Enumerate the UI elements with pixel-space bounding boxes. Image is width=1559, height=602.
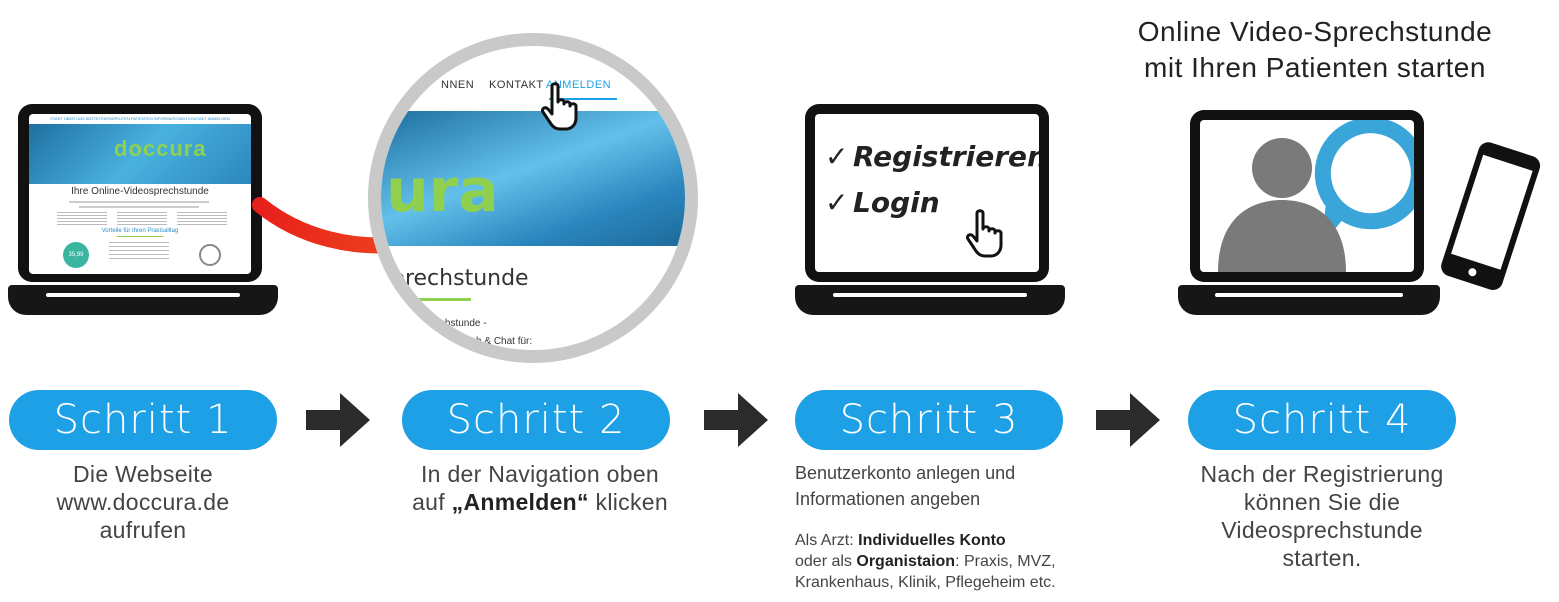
step-2-desc-line: In der Navigation oben	[395, 460, 685, 488]
mag-small-2: austausch & Chat für:	[436, 336, 532, 347]
mini-nav: START ÜBER UNS ÄRZTE/THERAPEUTEN PATIENT…	[29, 114, 251, 124]
mag-heading-partial: prechstunde	[391, 266, 529, 291]
laptop-3-screen: ✓ Registrieren ✓ Login	[805, 104, 1049, 282]
step-3-details: Als Arzt: Individuelles Konto oder als O…	[795, 530, 1095, 593]
price-badge: 35,99	[63, 242, 89, 268]
laptop-4-base	[1178, 285, 1440, 315]
step-4-description: Nach der Registrierung können Sie die Vi…	[1188, 460, 1456, 572]
smartphone-icon	[1430, 138, 1550, 298]
arrow-right-icon	[306, 393, 370, 447]
mini-sub-underline	[117, 236, 163, 237]
step-3-pill: Schritt 3	[795, 390, 1063, 450]
step-3-line3: Krankenhaus, Klinik, Pflegeheim etc.	[795, 572, 1095, 593]
step-4-desc-line: können Sie die	[1188, 488, 1456, 516]
step-2-pill: Schritt 2	[402, 390, 670, 450]
laptop-4-screen	[1190, 110, 1424, 282]
laptop-4-display	[1200, 120, 1414, 272]
step-2-desc-line2: auf „Anmelden“ klicken	[395, 488, 685, 516]
headline-line2: mit Ihren Patienten starten	[1090, 50, 1540, 86]
laptop-3-display: ✓ Registrieren ✓ Login	[815, 114, 1039, 272]
magnifier-zoom: NNEN KONTAKT ANMELDEN ura prechstunde re…	[368, 33, 698, 363]
step-4-desc-line: Videosprechstunde	[1188, 516, 1456, 544]
step-1-desc-line: www.doccura.de	[9, 488, 277, 516]
step-4-desc-line: Nach der Registrierung	[1188, 460, 1456, 488]
step-2-description: In der Navigation oben auf „Anmelden“ kl…	[395, 460, 685, 516]
video-call-avatar-icon	[1200, 120, 1414, 272]
step-1-description: Die Webseite www.doccura.de aufrufen	[9, 460, 277, 544]
step-1-desc-line: aufrufen	[9, 516, 277, 544]
headline: Online Video-Sprechstunde mit Ihren Pati…	[1090, 14, 1540, 86]
laptop-1-screen: START ÜBER UNS ÄRZTE/THERAPEUTEN PATIENT…	[18, 104, 262, 282]
register-label: Registrieren	[853, 140, 1039, 173]
quality-seal	[199, 244, 221, 266]
mini-text-lines	[109, 242, 169, 262]
step-3-desc-line: Informationen angeben	[795, 486, 1085, 512]
step-3-arzt-line: Als Arzt: Individuelles Konto	[795, 530, 1095, 551]
check-icon: ✓	[825, 186, 848, 219]
login-label: Login	[853, 186, 940, 219]
laptop-3-base	[795, 285, 1065, 315]
mag-green-underline	[411, 298, 471, 301]
step-3-description: Benutzerkonto anlegen und Informationen …	[795, 460, 1085, 512]
headline-line1: Online Video-Sprechstunde	[1090, 14, 1540, 50]
arrow-right-icon	[704, 393, 768, 447]
check-icon: ✓	[825, 140, 848, 173]
mag-nav-partial: NNEN	[441, 79, 474, 91]
hand-cursor-icon	[540, 82, 586, 132]
step-1-pill: Schritt 1	[9, 390, 277, 450]
step-3-desc-line: Benutzerkonto anlegen und	[795, 460, 1085, 486]
anmelden-bold: „Anmelden“	[452, 489, 589, 515]
step-4-desc-line: starten.	[1188, 544, 1456, 572]
step-4-pill: Schritt 4	[1188, 390, 1456, 450]
arrow-right-icon	[1096, 393, 1160, 447]
website-preview: START ÜBER UNS ÄRZTE/THERAPEUTEN PATIENT…	[29, 114, 251, 274]
hand-cursor-icon	[965, 209, 1011, 259]
step-1-desc-line: Die Webseite	[9, 460, 277, 488]
mag-small-1: rechstunde -	[431, 318, 487, 329]
mini-logo: doccura	[114, 136, 207, 162]
mag-logo-partial: ura	[386, 156, 499, 226]
mag-nav-contact[interactable]: KONTAKT	[489, 79, 544, 91]
step-3-org-line: oder als Organistaion: Praxis, MVZ,	[795, 551, 1095, 572]
mini-subtitle: Vorteile für Ihren Praxisalltag	[29, 228, 251, 234]
mini-title: Ihre Online-Videosprechstunde	[29, 186, 251, 197]
laptop-1-base	[8, 285, 278, 315]
